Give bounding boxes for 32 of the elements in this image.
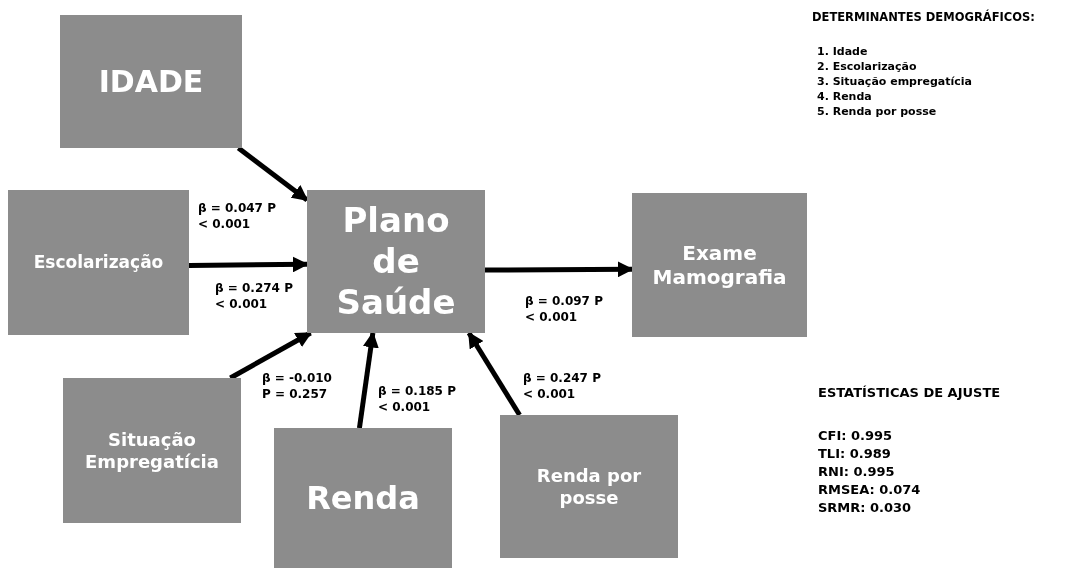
node-label: IDADE (98, 63, 204, 100)
arrow (356, 331, 379, 429)
node-label: Situação Empregatícia (84, 428, 220, 473)
list-item: 1. Idade (817, 45, 868, 58)
node-label: Renda (306, 478, 420, 518)
node-label: Exame Mamografia (651, 241, 788, 289)
section-heading: ESTATÍSTICAS DE AJUSTE (818, 385, 1001, 400)
arrow (236, 146, 309, 202)
node-label: Renda por posse (535, 464, 643, 509)
node-label: Escolarização (33, 252, 164, 273)
list-item: 3. Situação empregatícia (817, 75, 972, 88)
arrow (485, 261, 634, 278)
list-item: 5. Renda por posse (817, 105, 937, 118)
list-item: CFI: 0.995 (818, 428, 893, 443)
process-box (60, 15, 242, 148)
arrow (466, 331, 522, 417)
arrow (229, 330, 312, 381)
section-heading: DETERMINANTES DEMOGRÁFICOS: (812, 10, 1035, 24)
process-box (500, 415, 678, 558)
process-box (632, 193, 807, 337)
arrow (188, 256, 309, 273)
list-item: SRMR: 0.030 (818, 500, 912, 515)
list-item: 2. Escolarização (817, 60, 917, 73)
list-item: 4. Renda (817, 90, 872, 103)
process-box (63, 378, 241, 523)
process-box (307, 190, 485, 333)
list-item: RMSEA: 0.074 (818, 482, 921, 497)
process-box (8, 190, 189, 335)
list-item: RNI: 0.995 (818, 464, 895, 479)
node-label: Plano de Saúde (335, 200, 457, 323)
process-box (274, 428, 452, 568)
list-item: TLI: 0.989 (818, 446, 891, 461)
